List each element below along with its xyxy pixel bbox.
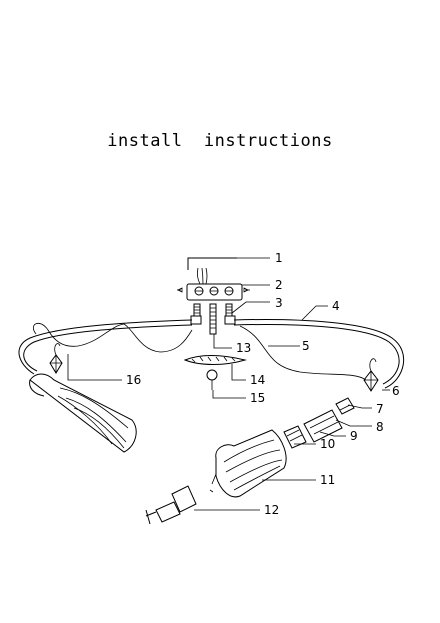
pendant-bead xyxy=(206,369,218,390)
callout-6: 6 xyxy=(392,384,400,398)
callout-9: 9 xyxy=(350,429,358,443)
left-arm xyxy=(18,319,193,375)
decorative-leaf xyxy=(183,355,247,365)
callout-16: 16 xyxy=(126,373,141,387)
glass-shade xyxy=(209,429,287,498)
right-crystal-drop xyxy=(363,358,379,392)
callout-8: 8 xyxy=(376,420,384,434)
left-glass-shade xyxy=(29,373,137,453)
light-bulb xyxy=(145,485,197,525)
callout-12: 12 xyxy=(264,503,279,517)
arm-connectors xyxy=(190,303,236,325)
callout-1: 1 xyxy=(275,251,283,265)
callout-3: 3 xyxy=(275,296,283,310)
right-arm xyxy=(233,319,405,389)
callout-15: 15 xyxy=(250,391,265,405)
callout-leaders xyxy=(67,257,390,511)
callout-2: 2 xyxy=(275,278,283,292)
callout-14: 14 xyxy=(250,373,265,387)
callout-labels: 1 2 3 4 5 6 7 8 9 10 11 12 13 14 15 16 xyxy=(126,251,400,517)
callout-10: 10 xyxy=(320,437,335,451)
callout-11: 11 xyxy=(320,473,335,487)
socket-body xyxy=(303,409,343,443)
threaded-ring xyxy=(283,425,307,449)
left-crystal-drop xyxy=(49,343,63,374)
diagram-title: install instructions xyxy=(107,131,333,151)
callout-13: 13 xyxy=(236,341,251,355)
junction-plate xyxy=(177,283,250,301)
callout-5: 5 xyxy=(302,339,310,353)
socket-cup xyxy=(335,397,355,415)
central-rod xyxy=(209,303,217,335)
ceiling-bracket xyxy=(187,257,237,285)
callout-7: 7 xyxy=(376,402,384,416)
callout-4: 4 xyxy=(332,299,340,313)
